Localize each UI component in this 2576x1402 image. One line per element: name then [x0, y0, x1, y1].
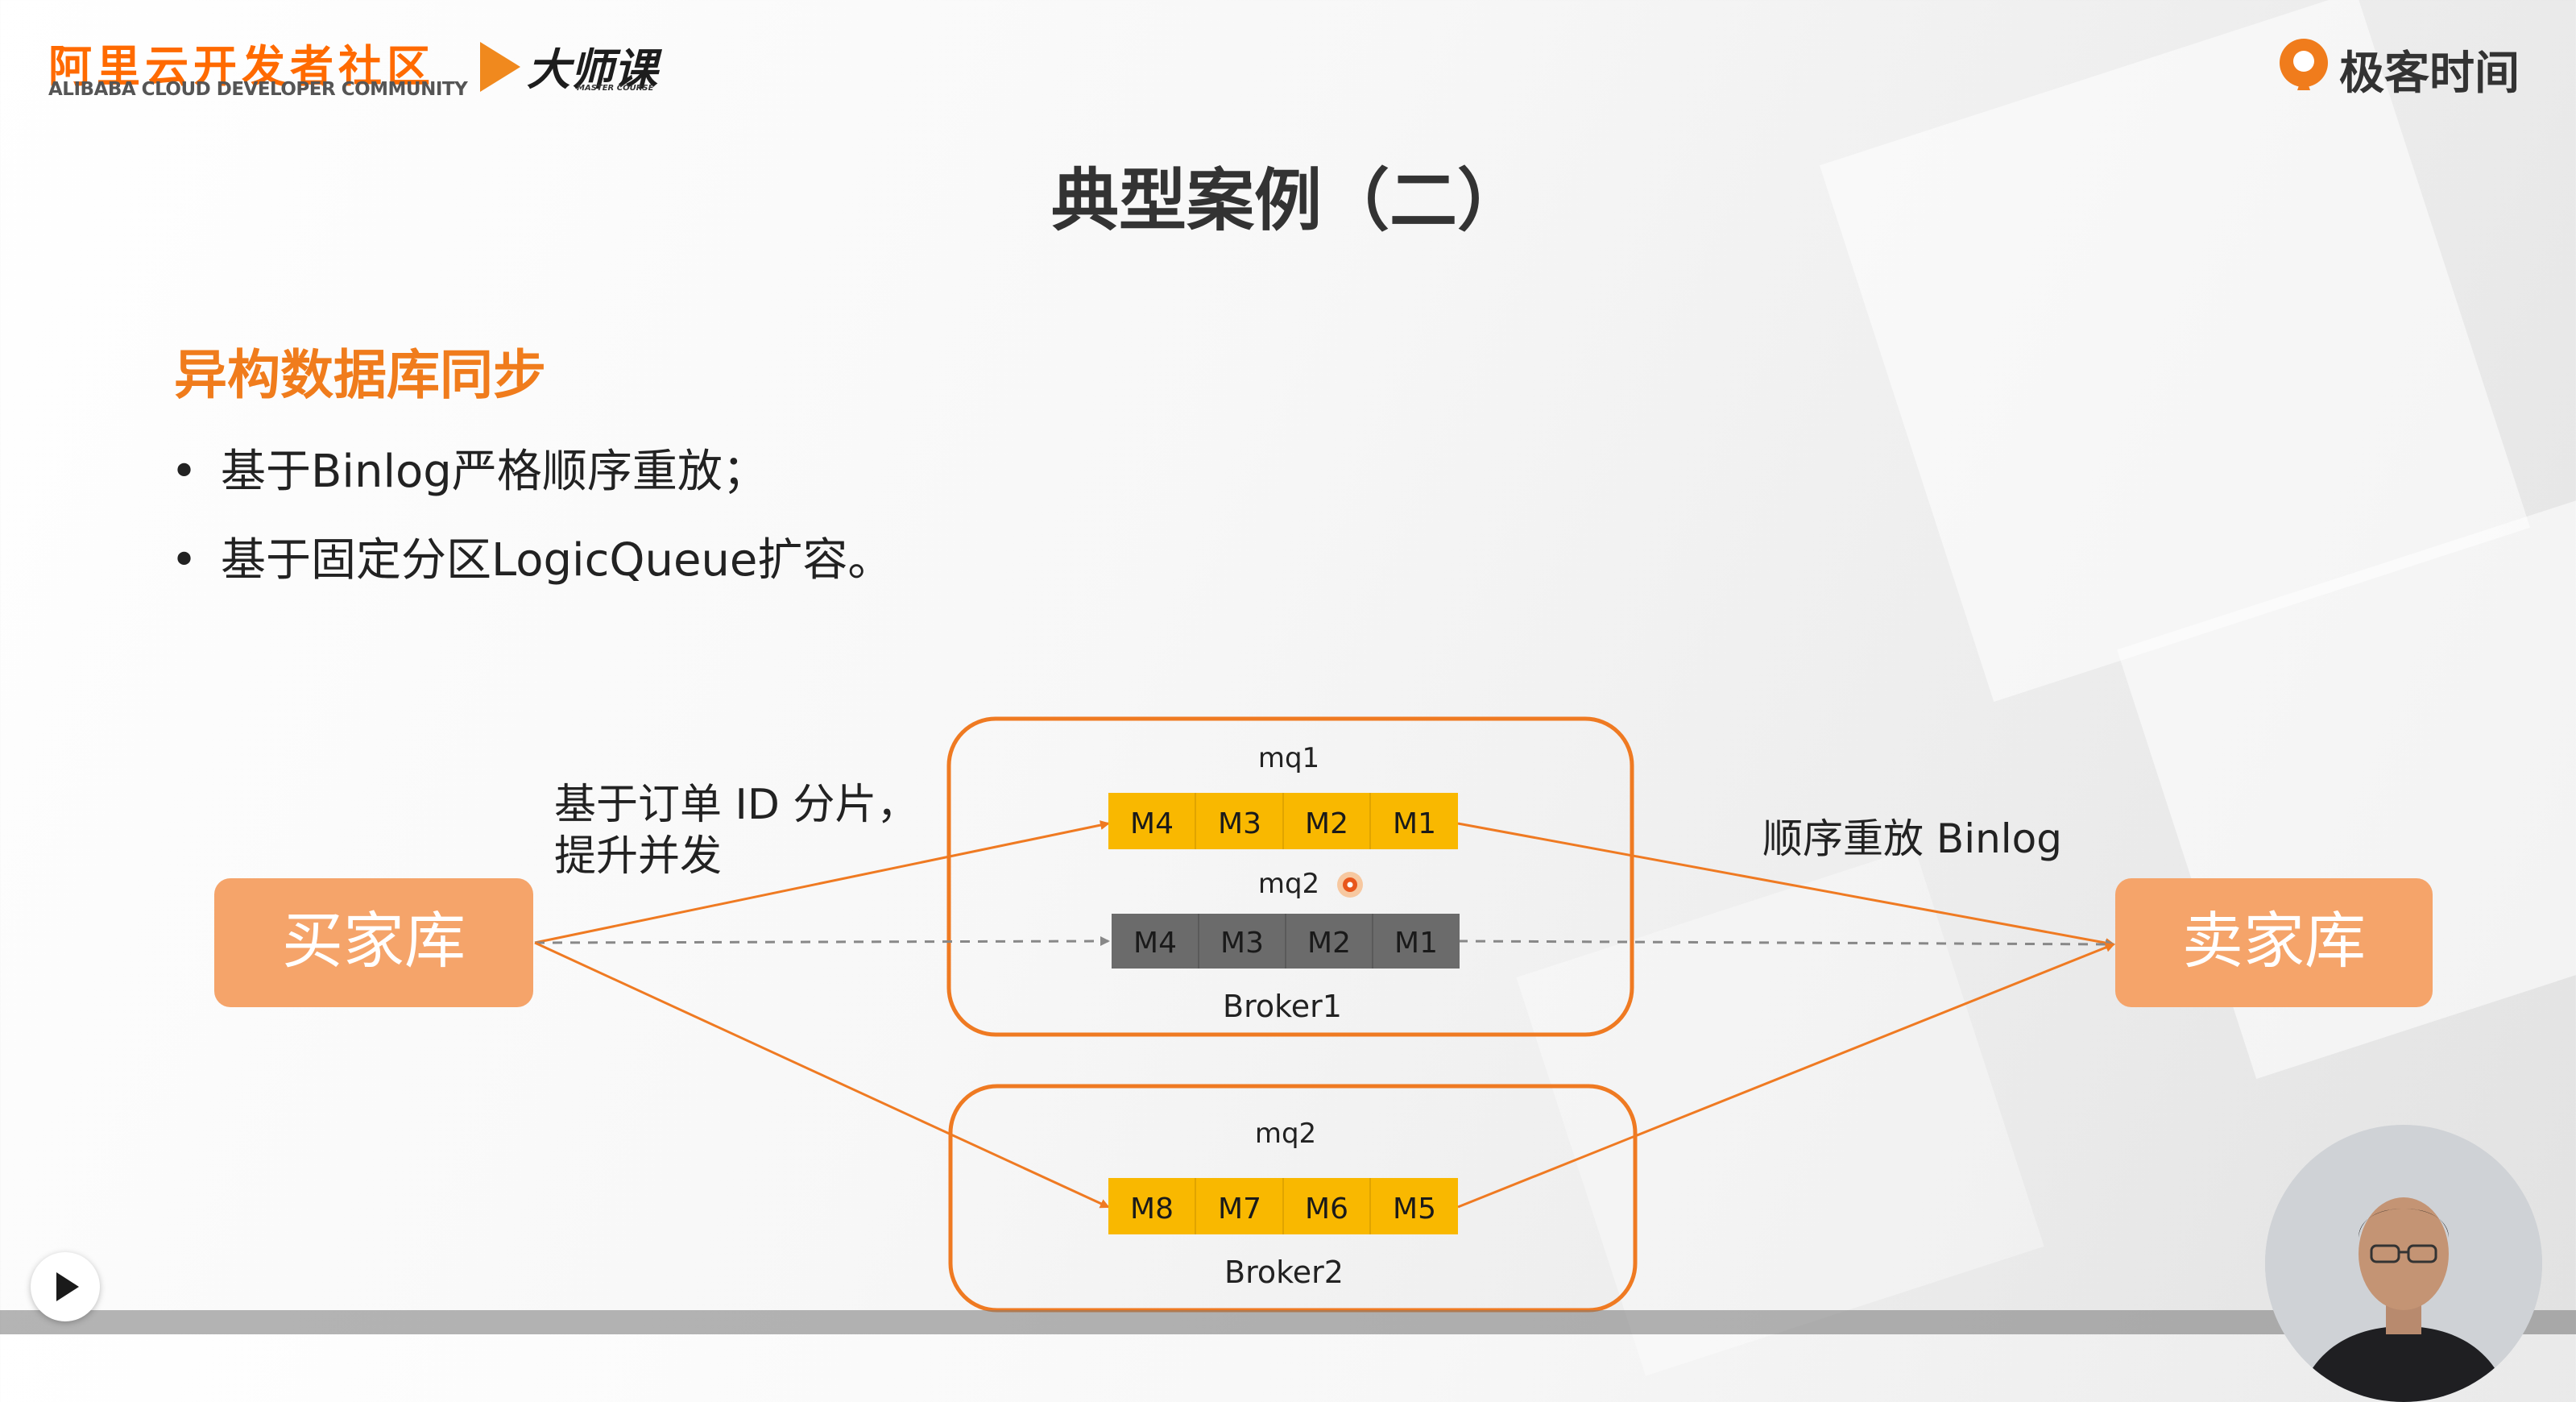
presenter-video-overlay — [2265, 1125, 2542, 1402]
source-db-label: 买家库 — [282, 905, 466, 977]
message-cell: M3 — [1220, 927, 1264, 960]
slide-title: 典型案例（二） — [1050, 161, 1525, 240]
message-cell: M5 — [1393, 1193, 1436, 1226]
message-cell: M8 — [1130, 1193, 1174, 1226]
target-db-label: 卖家库 — [2182, 905, 2366, 977]
replay-label: 顺序重放 Binlog — [1762, 815, 2062, 862]
presenter-image — [2265, 1125, 2542, 1402]
message-cell: M2 — [1307, 927, 1351, 960]
source-db-node — [214, 878, 533, 1007]
masterclass-logo-subtext: MASTER COURSE — [577, 84, 654, 93]
message-cell: M3 — [1218, 807, 1261, 840]
arrow-source-to-mq2-dashed — [534, 936, 1110, 947]
broker2-mq2-label: mq2 — [1255, 1118, 1316, 1150]
sharding-label-line1: 基于订单 ID 分片， — [554, 781, 918, 829]
slide-subtitle: 异构数据库同步 — [174, 344, 546, 406]
arrow-mq1-to-target — [1457, 822, 2115, 948]
broker2-label: Broker2 — [1224, 1255, 1344, 1290]
message-cell: M2 — [1305, 807, 1348, 840]
message-cell: M7 — [1218, 1193, 1261, 1226]
message-cell: M4 — [1133, 927, 1177, 960]
arrow-mq2-to-target-dashed — [1457, 939, 2115, 949]
bullet-text: 基于固定分区LogicQueue扩容。 — [221, 534, 893, 587]
message-cell: M4 — [1130, 807, 1174, 840]
masterclass-logo-icon — [480, 42, 520, 92]
bullet-dot: • — [171, 534, 198, 587]
aliyun-community-logo-subtext: ALIBABA CLOUD DEVELOPER COMMUNITY — [48, 79, 468, 100]
bullet-item: • 基于Binlog严格顺序重放； — [171, 435, 768, 500]
arrow-source-to-mq1 — [534, 820, 1110, 944]
arrow-source-to-broker2 — [534, 941, 1110, 1209]
mq2-label: mq2 — [1258, 868, 1319, 900]
bullet-text: 基于Binlog严格顺序重放； — [221, 446, 768, 498]
message-cell: M1 — [1394, 927, 1438, 960]
aliyun-community-logo-text: 阿里云开发者社区 — [48, 41, 435, 92]
target-db-node — [2115, 878, 2433, 1007]
architecture-diagram: 买家库 卖家库 基于订单 ID 分片， 提升并发 顺序重放 Binlog mq1… — [214, 716, 2433, 1313]
laser-pointer-icon — [1337, 872, 1363, 898]
geek-time-logo-text: 极客时间 — [2339, 48, 2520, 100]
broker1-label: Broker1 — [1223, 989, 1342, 1024]
message-cell: M1 — [1393, 807, 1436, 840]
bullet-item: • 基于固定分区LogicQueue扩容。 — [171, 524, 892, 589]
geek-time-logo-icon — [2280, 39, 2328, 90]
play-button[interactable] — [31, 1252, 100, 1321]
video-progress-bar[interactable] — [0, 1310, 2576, 1334]
message-cell: M6 — [1305, 1193, 1348, 1226]
broker1-box — [946, 716, 1634, 1037]
play-icon — [56, 1272, 79, 1301]
masterclass-logo-text: 大师课 — [527, 44, 657, 95]
bullet-dot: • — [171, 446, 198, 498]
arrow-broker2-to-target — [1457, 943, 2115, 1209]
mq1-label: mq1 — [1258, 742, 1319, 774]
sharding-label-line2: 提升并发 — [554, 832, 722, 881]
